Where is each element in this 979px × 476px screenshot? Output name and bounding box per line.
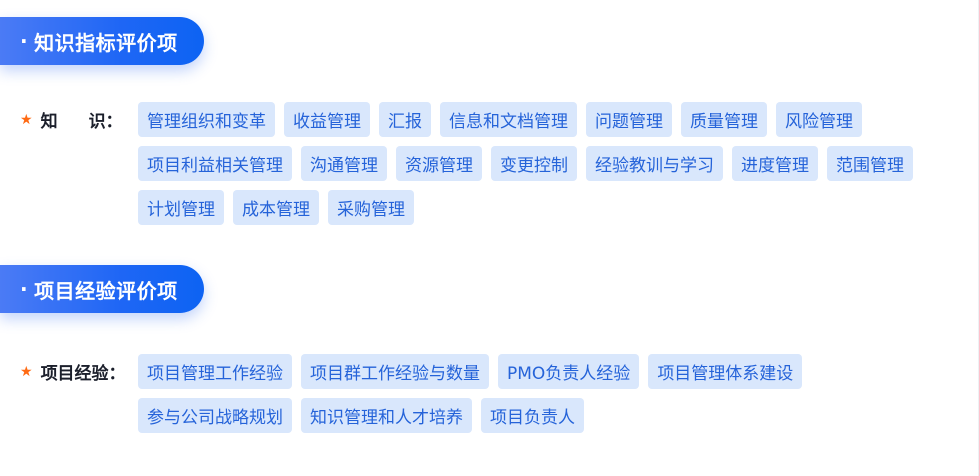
- tag-pmo-lead[interactable]: PMO负责人经验: [498, 354, 640, 389]
- tag-issues[interactable]: 问题管理: [586, 102, 672, 137]
- tag-schedule[interactable]: 进度管理: [732, 146, 818, 181]
- bullet-dot: ·: [20, 277, 29, 301]
- knowledge-tag-list: 管理组织和变革 收益管理 汇报 信息和文档管理 问题管理 质量管理 风险管理 项…: [138, 102, 928, 225]
- knowledge-label: ★ 知 识：: [20, 102, 138, 137]
- project-experience-row: ★ 项目经验： 项目管理工作经验 项目群工作经验与数量 PMO负责人经验 项目管…: [20, 354, 958, 433]
- tag-change-control[interactable]: 变更控制: [491, 146, 577, 181]
- section-header-project-experience: · 项目经验评价项: [0, 265, 204, 313]
- bullet-dot: ·: [20, 29, 29, 53]
- tag-pm-experience[interactable]: 项目管理工作经验: [138, 354, 292, 389]
- tag-benefits[interactable]: 收益管理: [284, 102, 370, 137]
- tag-communication[interactable]: 沟通管理: [301, 146, 387, 181]
- tag-strategy-planning[interactable]: 参与公司战略规划: [138, 398, 292, 433]
- project-experience-tag-list: 项目管理工作经验 项目群工作经验与数量 PMO负责人经验 项目管理体系建设 参与…: [138, 354, 928, 433]
- knowledge-row: ★ 知 识： 管理组织和变革 收益管理 汇报 信息和文档管理 问题管理 质量管理…: [20, 102, 958, 225]
- project-experience-label: ★ 项目经验：: [20, 354, 138, 389]
- tag-planning[interactable]: 计划管理: [138, 190, 224, 225]
- section-header-knowledge: · 知识指标评价项: [0, 17, 204, 65]
- tag-cost[interactable]: 成本管理: [233, 190, 319, 225]
- tag-scope[interactable]: 范围管理: [827, 146, 913, 181]
- label-text: 项目经验：: [40, 364, 126, 384]
- tag-lessons-learned[interactable]: 经验教训与学习: [586, 146, 723, 181]
- tag-quality[interactable]: 质量管理: [681, 102, 767, 137]
- tag-reporting[interactable]: 汇报: [379, 102, 431, 137]
- star-icon: ★: [20, 111, 33, 128]
- section-title: 知识指标评价项: [34, 30, 178, 55]
- tag-risk[interactable]: 风险管理: [776, 102, 862, 137]
- tag-knowledge-talent[interactable]: 知识管理和人才培养: [301, 398, 472, 433]
- star-icon: ★: [20, 363, 33, 380]
- tag-info-docs[interactable]: 信息和文档管理: [440, 102, 577, 137]
- label-char: 知: [40, 112, 58, 132]
- tag-procurement[interactable]: 采购管理: [328, 190, 414, 225]
- label-char: 识：: [88, 112, 123, 132]
- tag-org-change[interactable]: 管理组织和变革: [138, 102, 275, 137]
- tag-program-experience[interactable]: 项目群工作经验与数量: [301, 354, 489, 389]
- section-title: 项目经验评价项: [34, 278, 178, 303]
- tag-resources[interactable]: 资源管理: [396, 146, 482, 181]
- tag-stakeholders[interactable]: 项目利益相关管理: [138, 146, 292, 181]
- tag-project-lead[interactable]: 项目负责人: [481, 398, 584, 433]
- tag-pm-system[interactable]: 项目管理体系建设: [648, 354, 803, 389]
